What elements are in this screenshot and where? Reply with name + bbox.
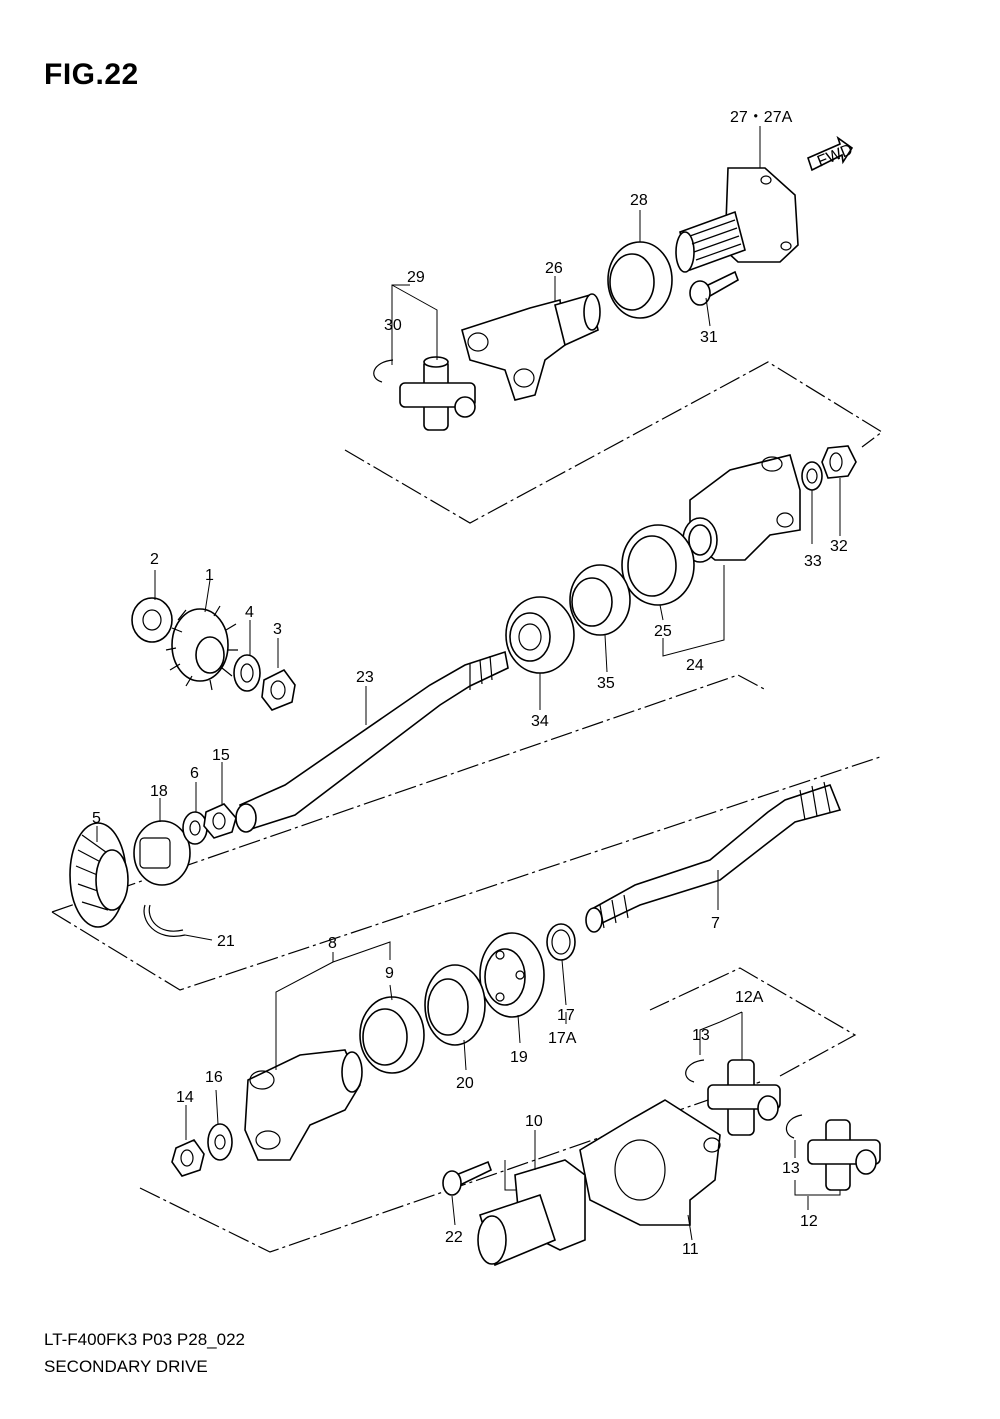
- part-34-bearing: [505, 596, 575, 674]
- callout-24: 24: [686, 657, 704, 674]
- part-2-shim: [131, 597, 173, 643]
- callout-9: 9: [385, 965, 394, 982]
- part-16-washer: [207, 1123, 233, 1161]
- part-13-circlip-upper: [685, 1059, 705, 1083]
- model-code: LT-F400FK3 P03 P28_022: [44, 1330, 245, 1349]
- part-12a-universal-joint-spider: [707, 1059, 781, 1136]
- part-3-nut: [261, 668, 296, 711]
- part-5-driven-bevel-gear: [69, 822, 129, 928]
- part-7-front-propeller-shaft: [585, 781, 842, 933]
- callout-6: 6: [190, 765, 199, 782]
- callout-21: 21: [217, 933, 235, 950]
- callout-17: 17: [557, 1007, 575, 1024]
- part-32-nut: [821, 445, 857, 479]
- part-8-front-yoke: [244, 1049, 363, 1161]
- callout-32: 32: [830, 538, 848, 555]
- callout-8: 8: [328, 935, 337, 952]
- part-35-bearing: [569, 564, 631, 636]
- part-24-rear-yoke: [682, 454, 801, 563]
- part-6-washer: [182, 811, 208, 845]
- callout-13-upper: 13: [692, 1027, 710, 1044]
- part-25-oil-seal: [621, 524, 695, 606]
- callout-18: 18: [150, 783, 168, 800]
- part-11-flange-yoke: [579, 1099, 721, 1226]
- part-30-circlip: [373, 359, 394, 383]
- callout-5: 5: [92, 810, 101, 827]
- fwd-arrow-icon: FWD: [807, 135, 855, 172]
- part-28-oil-seal: [607, 241, 673, 319]
- part-26-yoke: [461, 293, 601, 401]
- callout-16: 16: [205, 1069, 223, 1086]
- part-23-propeller-shaft: [235, 650, 509, 833]
- part-15-nut: [203, 803, 237, 839]
- callout-30: 30: [384, 317, 402, 334]
- figure-title: FIG.22: [44, 58, 139, 91]
- callout-14: 14: [176, 1089, 194, 1106]
- group-outline-lower: [139, 967, 857, 1253]
- callout-labels: 27・27A 28 26 29 30 31 32 33 25 24 35 34 …: [92, 109, 848, 1258]
- group-outline-upper: [344, 361, 884, 524]
- callout-23: 23: [356, 669, 374, 686]
- part-27-output-housing: [675, 167, 799, 273]
- part-4-washer: [233, 654, 261, 692]
- callout-1: 1: [205, 567, 214, 584]
- callout-11: 11: [682, 1241, 699, 1258]
- part-19-bearing: [479, 932, 545, 1018]
- part-22-bolt: [442, 1160, 493, 1196]
- callout-12: 12: [800, 1213, 818, 1230]
- part-20-bearing: [424, 964, 486, 1046]
- part-21-circlip: [143, 904, 186, 937]
- callout-19: 19: [510, 1049, 528, 1066]
- part-13-circlip-lower: [785, 1114, 803, 1139]
- callout-25: 25: [654, 623, 672, 640]
- part-17-circlip: [546, 923, 576, 961]
- part-12-universal-joint-spider: [807, 1119, 881, 1191]
- part-31-bolt: [689, 270, 739, 306]
- callout-3: 3: [273, 621, 282, 638]
- callout-28: 28: [630, 192, 648, 209]
- part-14-nut: [171, 1139, 205, 1177]
- callout-34: 34: [531, 713, 549, 730]
- callout-15: 15: [212, 747, 230, 764]
- part-29-universal-joint-spider: [399, 356, 476, 431]
- callout-31: 31: [700, 329, 718, 346]
- part-10-bearing-housing: [477, 1159, 586, 1267]
- callout-33: 33: [804, 553, 822, 570]
- callout-22: 22: [445, 1229, 463, 1246]
- callout-10: 10: [525, 1113, 543, 1130]
- callout-35: 35: [597, 675, 615, 692]
- group-outline-middle: [51, 674, 881, 991]
- callout-17a: 17A: [548, 1030, 577, 1047]
- section-caption: SECONDARY DRIVE: [44, 1357, 208, 1376]
- callout-27: 27・27A: [730, 109, 793, 126]
- callout-12a: 12A: [735, 989, 764, 1006]
- callout-20: 20: [456, 1075, 474, 1092]
- part-1-drive-bevel-gear: [165, 605, 238, 691]
- callout-29: 29: [407, 269, 425, 286]
- part-18-bearing: [133, 820, 191, 886]
- callout-7: 7: [711, 915, 720, 932]
- callout-26: 26: [545, 260, 563, 277]
- part-9-oil-seal: [359, 996, 425, 1074]
- callout-2: 2: [150, 551, 159, 568]
- part-33-washer: [801, 461, 823, 491]
- callout-4: 4: [245, 604, 254, 621]
- callout-13-lower: 13: [782, 1160, 800, 1177]
- leader-lines: [96, 126, 841, 1241]
